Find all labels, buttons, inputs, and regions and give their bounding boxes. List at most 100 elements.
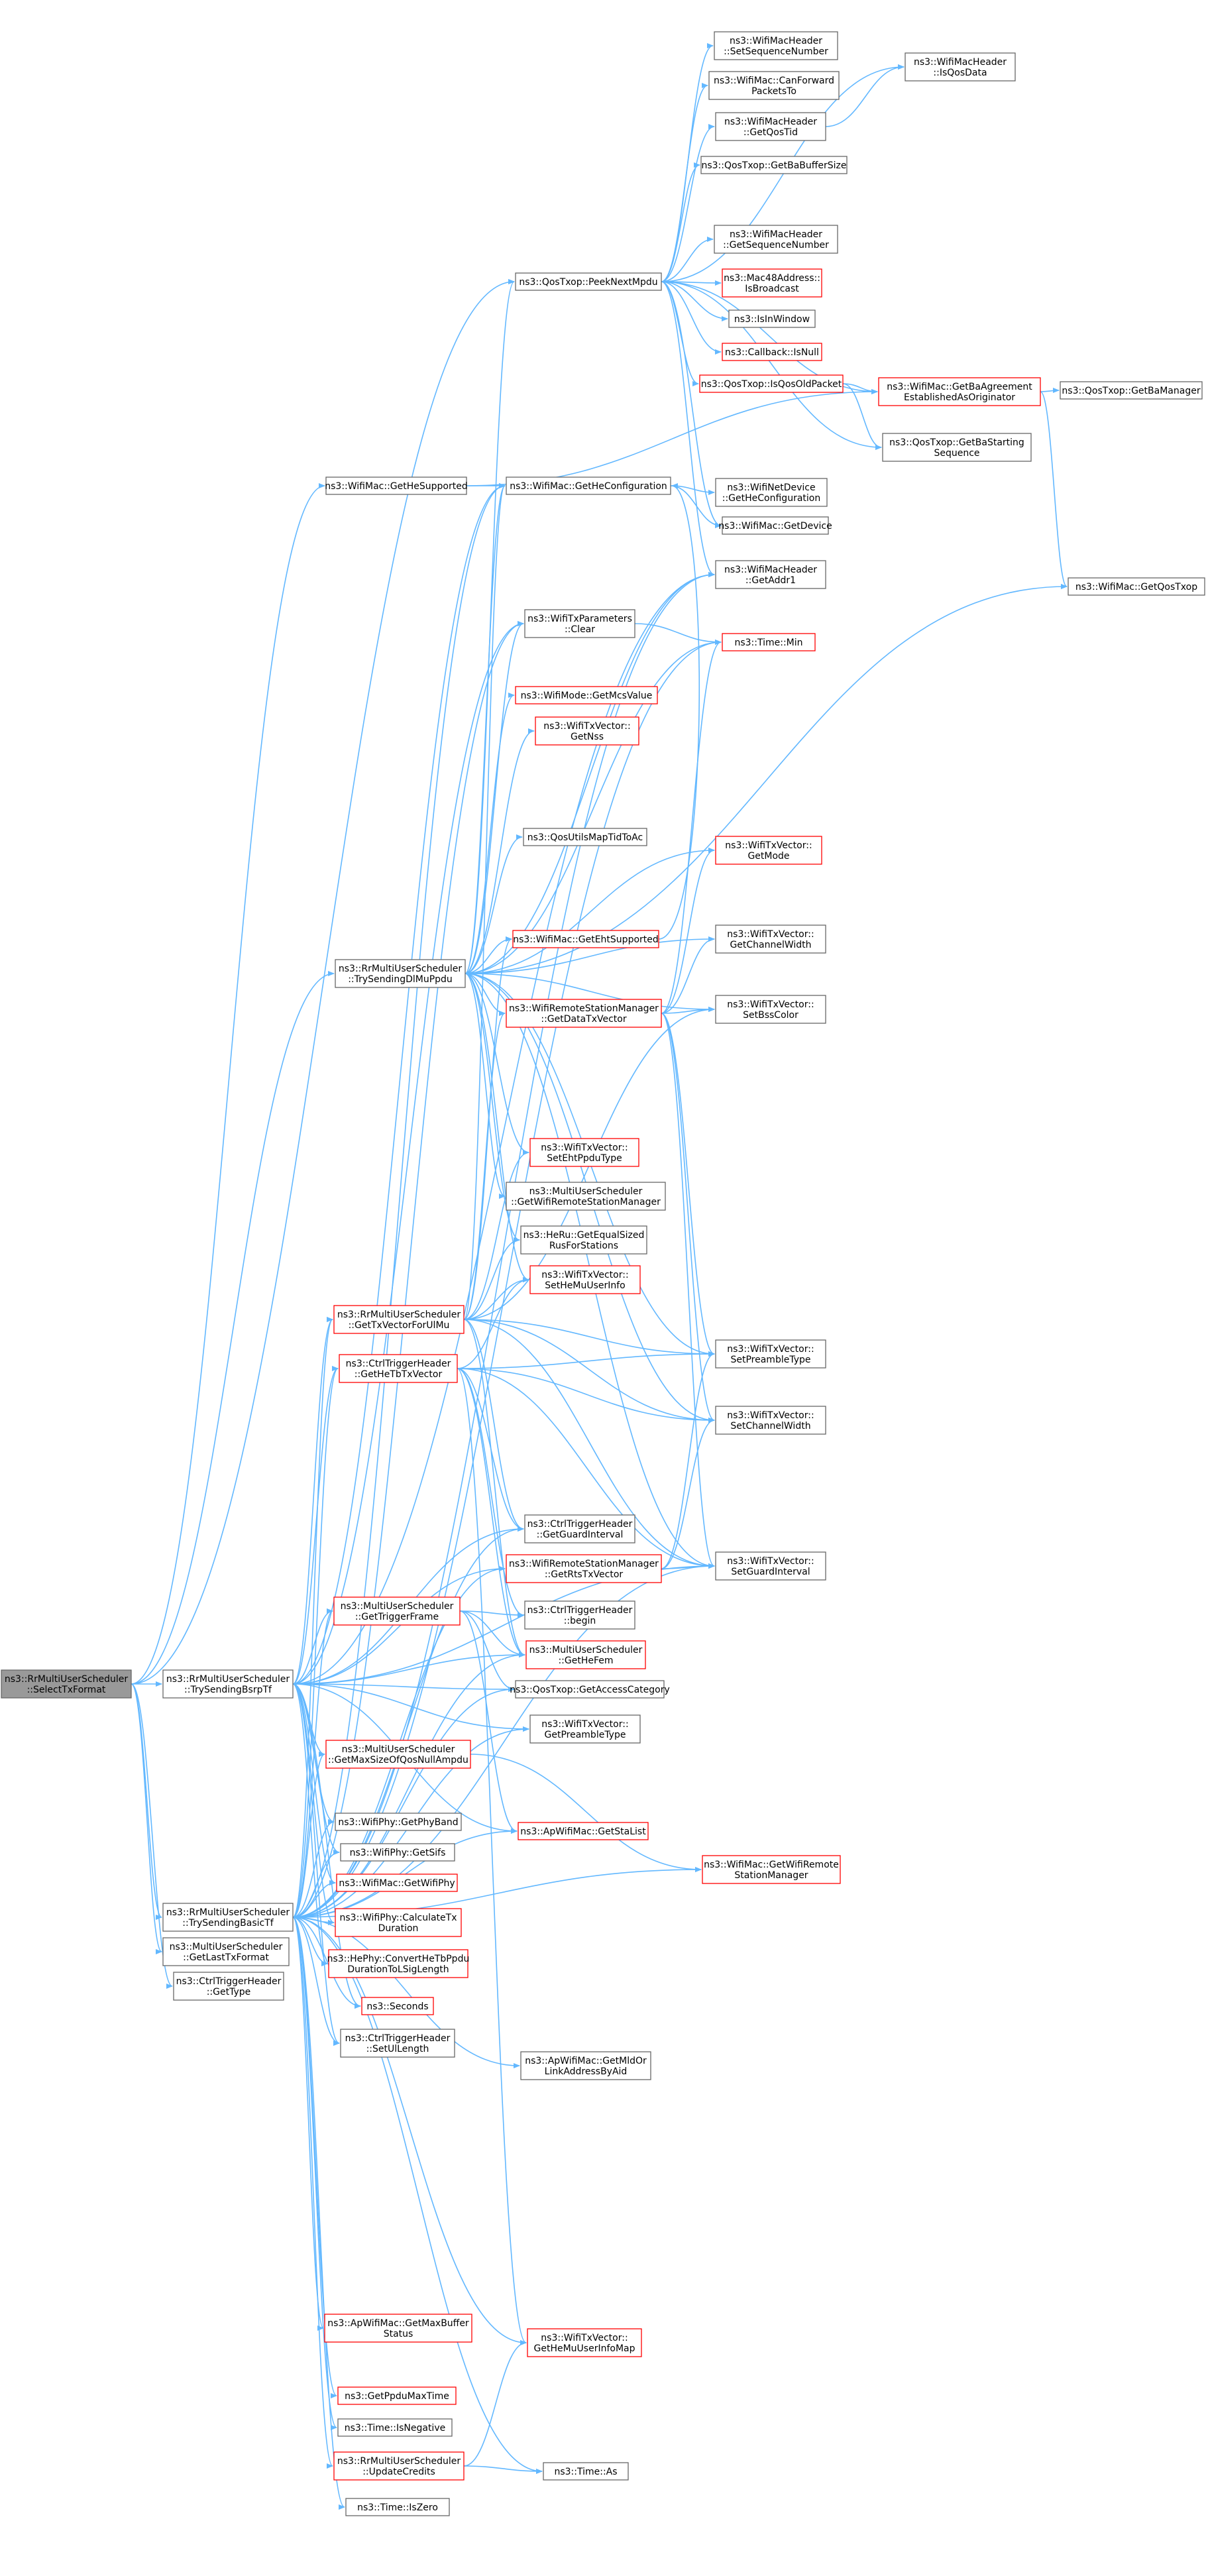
node-getcw[interactable]: ns3::WifiTxVector::GetChannelWidth xyxy=(715,924,826,954)
node-seconds[interactable]: ns3::Seconds xyxy=(361,1997,434,2015)
node-box[interactable] xyxy=(905,52,1016,82)
node-gettype[interactable]: ns3::CtrlTriggerHeader::GetType xyxy=(173,1972,284,2001)
node-box[interactable] xyxy=(524,609,635,638)
node-trydl[interactable]: ns3::RrMultiUserScheduler::TrySendingDlM… xyxy=(335,959,466,988)
node-box[interactable] xyxy=(543,2462,629,2481)
node-getpre[interactable]: ns3::WifiTxVector::GetPreambleType xyxy=(529,1714,641,1744)
node-box[interactable] xyxy=(515,272,662,291)
node-timemin[interactable]: ns3::Time::Min xyxy=(722,633,816,651)
node-getac[interactable]: ns3::QosTxop::GetAccessCategory xyxy=(510,1680,670,1699)
node-setseq[interactable]: ns3::WifiMacHeader::SetSequenceNumber xyxy=(714,31,838,60)
node-timeas[interactable]: ns3::Time::As xyxy=(543,2462,629,2481)
node-box[interactable] xyxy=(361,1997,434,2015)
node-box[interactable] xyxy=(1060,381,1203,400)
node-box[interactable] xyxy=(512,930,659,948)
node-mcs[interactable]: ns3::WifiMode::GetMcsValue xyxy=(515,686,658,704)
node-lasttx[interactable]: ns3::MultiUserScheduler::GetLastTxFormat xyxy=(162,1937,290,1966)
node-box[interactable] xyxy=(324,2314,472,2343)
node-setcw[interactable]: ns3::WifiTxVector::SetChannelWidth xyxy=(715,1406,826,1435)
node-box[interactable] xyxy=(715,560,826,589)
node-box[interactable] xyxy=(515,1680,665,1699)
node-iszero[interactable]: ns3::Time::IsZero xyxy=(345,2498,450,2516)
node-root[interactable]: ns3::RrMultiUserScheduler::SelectTxForma… xyxy=(1,1669,132,1699)
node-hemumap[interactable]: ns3::WifiTxVector::GetHeMuUserInfoMap xyxy=(527,2328,642,2357)
node-sethemu[interactable]: ns3::WifiTxVector::SetHeMuUserInfo xyxy=(529,1265,641,1294)
node-box[interactable] xyxy=(728,309,816,328)
node-inwin[interactable]: ns3::IsInWindow xyxy=(728,309,816,328)
node-box[interactable] xyxy=(715,1406,826,1435)
node-box[interactable] xyxy=(506,476,671,495)
node-hecfg[interactable]: ns3::WifiMac::GetHeConfiguration xyxy=(506,476,671,495)
node-getqostxop[interactable]: ns3::WifiMac::GetQosTxop xyxy=(1068,577,1205,596)
node-box[interactable] xyxy=(699,374,844,393)
node-box[interactable] xyxy=(714,225,838,254)
node-phyband[interactable]: ns3::WifiPhy::GetPhyBand xyxy=(335,1813,462,1831)
node-box[interactable] xyxy=(714,31,838,60)
node-updcred[interactable]: ns3::RrMultiUserScheduler::UpdateCredits xyxy=(333,2451,465,2481)
node-box[interactable] xyxy=(1068,577,1205,596)
node-box[interactable] xyxy=(335,959,466,988)
node-gettxul[interactable]: ns3::RrMultiUserScheduler::GetTxVectorFo… xyxy=(333,1305,465,1334)
node-box[interactable] xyxy=(325,476,467,495)
node-box[interactable] xyxy=(722,268,822,298)
node-box[interactable] xyxy=(345,2498,450,2516)
node-netdevhe[interactable]: ns3::WifiNetDevice::GetHeConfiguration xyxy=(715,478,828,507)
node-setul[interactable]: ns3::CtrlTriggerHeader::SetUlLength xyxy=(340,2029,455,2058)
node-muwrsm[interactable]: ns3::MultiUserScheduler::GetWifiRemoteSt… xyxy=(506,1182,666,1211)
node-maxnull[interactable]: ns3::MultiUserScheduler::GetMaxSizeOfQos… xyxy=(325,1740,471,1769)
node-box[interactable] xyxy=(515,686,658,704)
node-isneg[interactable]: ns3::Time::IsNegative xyxy=(337,2418,453,2437)
node-isqosdata[interactable]: ns3::WifiMacHeader::IsQosData xyxy=(905,52,1016,82)
node-box[interactable] xyxy=(529,1714,641,1744)
node-nss[interactable]: ns3::WifiTxVector::GetNss xyxy=(535,716,639,746)
node-getmode[interactable]: ns3::WifiTxVector::GetMode xyxy=(715,836,822,865)
node-stalist[interactable]: ns3::ApWifiMac::GetStaList xyxy=(518,1822,649,1840)
node-box[interactable] xyxy=(525,1640,646,1669)
node-setgi[interactable]: ns3::WifiTxVector::SetGuardInterval xyxy=(715,1551,826,1581)
node-qosmap[interactable]: ns3::QosUtilsMapTidToAc xyxy=(523,828,647,846)
node-box[interactable] xyxy=(702,1855,841,1884)
node-box[interactable] xyxy=(529,1265,641,1294)
node-setehtppdu[interactable]: ns3::WifiTxVector::SetEhtPpduType xyxy=(529,1138,639,1167)
node-ehtsup[interactable]: ns3::WifiMac::GetEhtSupported xyxy=(512,930,659,948)
node-box[interactable] xyxy=(523,828,647,846)
node-box[interactable] xyxy=(336,1874,458,1892)
node-convhetb[interactable]: ns3::HePhy::ConvertHeTbPpduDurationToLSi… xyxy=(327,1949,470,1978)
node-ppdumax[interactable]: ns3::GetPpduMaxTime xyxy=(337,2386,457,2405)
node-box[interactable] xyxy=(333,1596,461,1626)
node-hesup[interactable]: ns3::WifiMac::GetHeSupported xyxy=(325,476,468,495)
node-box[interactable] xyxy=(162,1903,294,1932)
node-datatx[interactable]: ns3::WifiRemoteStationManager::GetDataTx… xyxy=(506,999,662,1028)
node-box[interactable] xyxy=(715,995,826,1024)
node-cbnull[interactable]: ns3::Callback::IsNull xyxy=(722,343,822,361)
node-box[interactable] xyxy=(722,516,829,535)
node-getphy[interactable]: ns3::WifiMac::GetWifiPhy xyxy=(336,1874,458,1892)
node-getgi[interactable]: ns3::CtrlTriggerHeader::GetGuardInterval xyxy=(524,1514,635,1543)
node-box[interactable] xyxy=(337,2386,457,2405)
node-box[interactable] xyxy=(328,1949,468,1978)
node-box[interactable] xyxy=(333,1305,465,1334)
node-box[interactable] xyxy=(524,1600,635,1630)
node-box[interactable] xyxy=(882,433,1032,462)
node-box[interactable] xyxy=(708,71,840,100)
node-box[interactable] xyxy=(333,2451,465,2481)
node-babuf[interactable]: ns3::QosTxop::GetBaBufferSize xyxy=(700,156,848,174)
node-box[interactable] xyxy=(878,377,1041,406)
node-box[interactable] xyxy=(715,478,828,507)
node-box[interactable] xyxy=(337,2418,453,2437)
node-sifs[interactable]: ns3::WifiPhy::GetSifs xyxy=(340,1843,455,1862)
node-bcast[interactable]: ns3::Mac48Address::IsBroadcast xyxy=(722,268,822,298)
node-box[interactable] xyxy=(162,1937,290,1966)
node-box[interactable] xyxy=(518,1822,649,1840)
node-box[interactable] xyxy=(506,1554,662,1583)
node-peek[interactable]: ns3::QosTxop::PeekNextMpdu xyxy=(515,272,662,291)
node-box[interactable] xyxy=(520,2051,651,2080)
node-getdev[interactable]: ns3::WifiMac::GetDevice xyxy=(718,516,832,535)
node-baagree[interactable]: ns3::WifiMac::GetBaAgreementEstablishedA… xyxy=(878,377,1041,406)
node-txclear[interactable]: ns3::WifiTxParameters::Clear xyxy=(524,609,635,638)
node-box[interactable] xyxy=(339,1354,458,1383)
